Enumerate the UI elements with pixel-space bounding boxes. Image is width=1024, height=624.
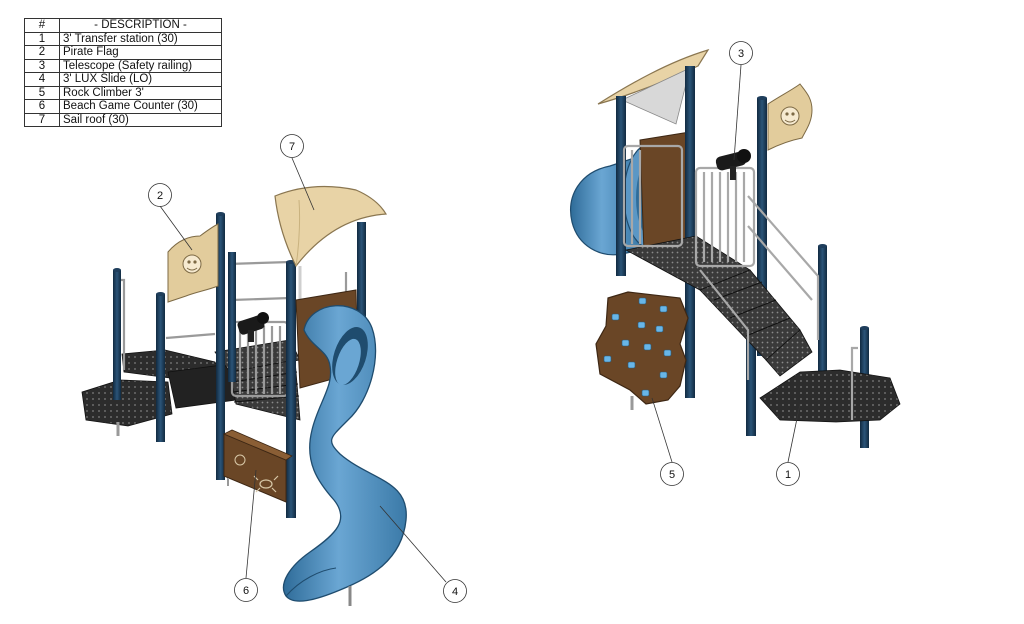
row-number: 1: [24, 31, 60, 46]
crab-icon: [253, 475, 279, 493]
callout-1: [776, 462, 800, 486]
telescope-icon: [237, 312, 269, 342]
leader-line: [245, 469, 257, 579]
back-panel: [639, 131, 693, 253]
callout-2: [148, 183, 172, 207]
table-row: 1 3' Transfer station (30): [24, 31, 222, 46]
callout-2-label: 2: [157, 190, 163, 202]
callout-1-label: 1: [785, 469, 791, 481]
callout-7: [280, 134, 304, 158]
row-description: Pirate Flag: [59, 45, 222, 60]
callout-7-label: 7: [289, 141, 295, 153]
right-structure: [570, 48, 901, 448]
callout-4: [443, 579, 467, 603]
spiral-slide: [282, 305, 407, 606]
row-description: 3' Transfer station (30): [59, 31, 222, 46]
parts-table: # - DESCRIPTION - 1 3' Transfer station …: [24, 18, 222, 127]
callout-3-label: 3: [738, 48, 744, 60]
leader-line: [159, 205, 193, 251]
callout-6: [234, 578, 258, 602]
stairs-right: [624, 235, 813, 377]
table-row: 4 3' LUX Slide (LO): [24, 72, 222, 87]
left-structure: [81, 186, 407, 606]
pirate-flag-icon: [767, 83, 813, 151]
leader-line: [733, 64, 742, 161]
leader-line: [787, 403, 801, 463]
row-number: 7: [24, 112, 60, 127]
railing-right: [622, 144, 858, 420]
callout-6-label: 6: [243, 585, 249, 597]
table-row: 7 Sail roof (30): [24, 112, 222, 127]
callout-4-label: 4: [452, 586, 458, 598]
callout-5-label: 5: [669, 469, 675, 481]
posts: [113, 212, 366, 518]
transfer-station: [759, 369, 901, 423]
row-description: Sail roof (30): [59, 112, 222, 127]
sail-roof-right: [597, 48, 710, 105]
callout-5: [660, 462, 684, 486]
beach-game-counter: [223, 429, 293, 503]
leader-line: [291, 157, 315, 211]
table-row: 2 Pirate Flag: [24, 45, 222, 60]
leader-line: [379, 505, 447, 583]
telescope-icon: [715, 149, 751, 180]
callout-3: [729, 41, 753, 65]
callouts: [148, 41, 801, 603]
leader-line: [651, 397, 673, 463]
rock-climber: [595, 291, 689, 410]
callout-labels: 7 2 6 4 3 5 1: [157, 48, 791, 598]
pirate-flag-icon: [167, 223, 219, 303]
